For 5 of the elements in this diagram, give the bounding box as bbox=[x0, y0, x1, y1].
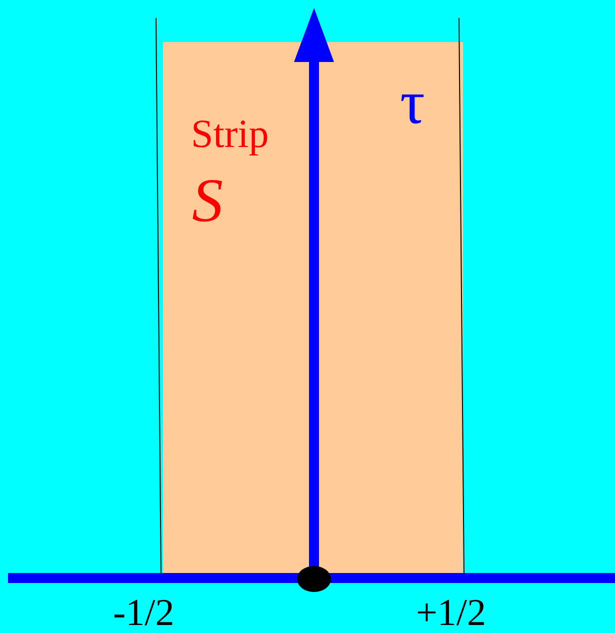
strip-label: Strip bbox=[191, 114, 269, 154]
tau-symbol: τ bbox=[400, 72, 425, 134]
tick-label: -1/2 bbox=[113, 594, 174, 632]
strip-symbol: S bbox=[192, 170, 223, 232]
tick-label: +1/2 bbox=[416, 594, 486, 632]
